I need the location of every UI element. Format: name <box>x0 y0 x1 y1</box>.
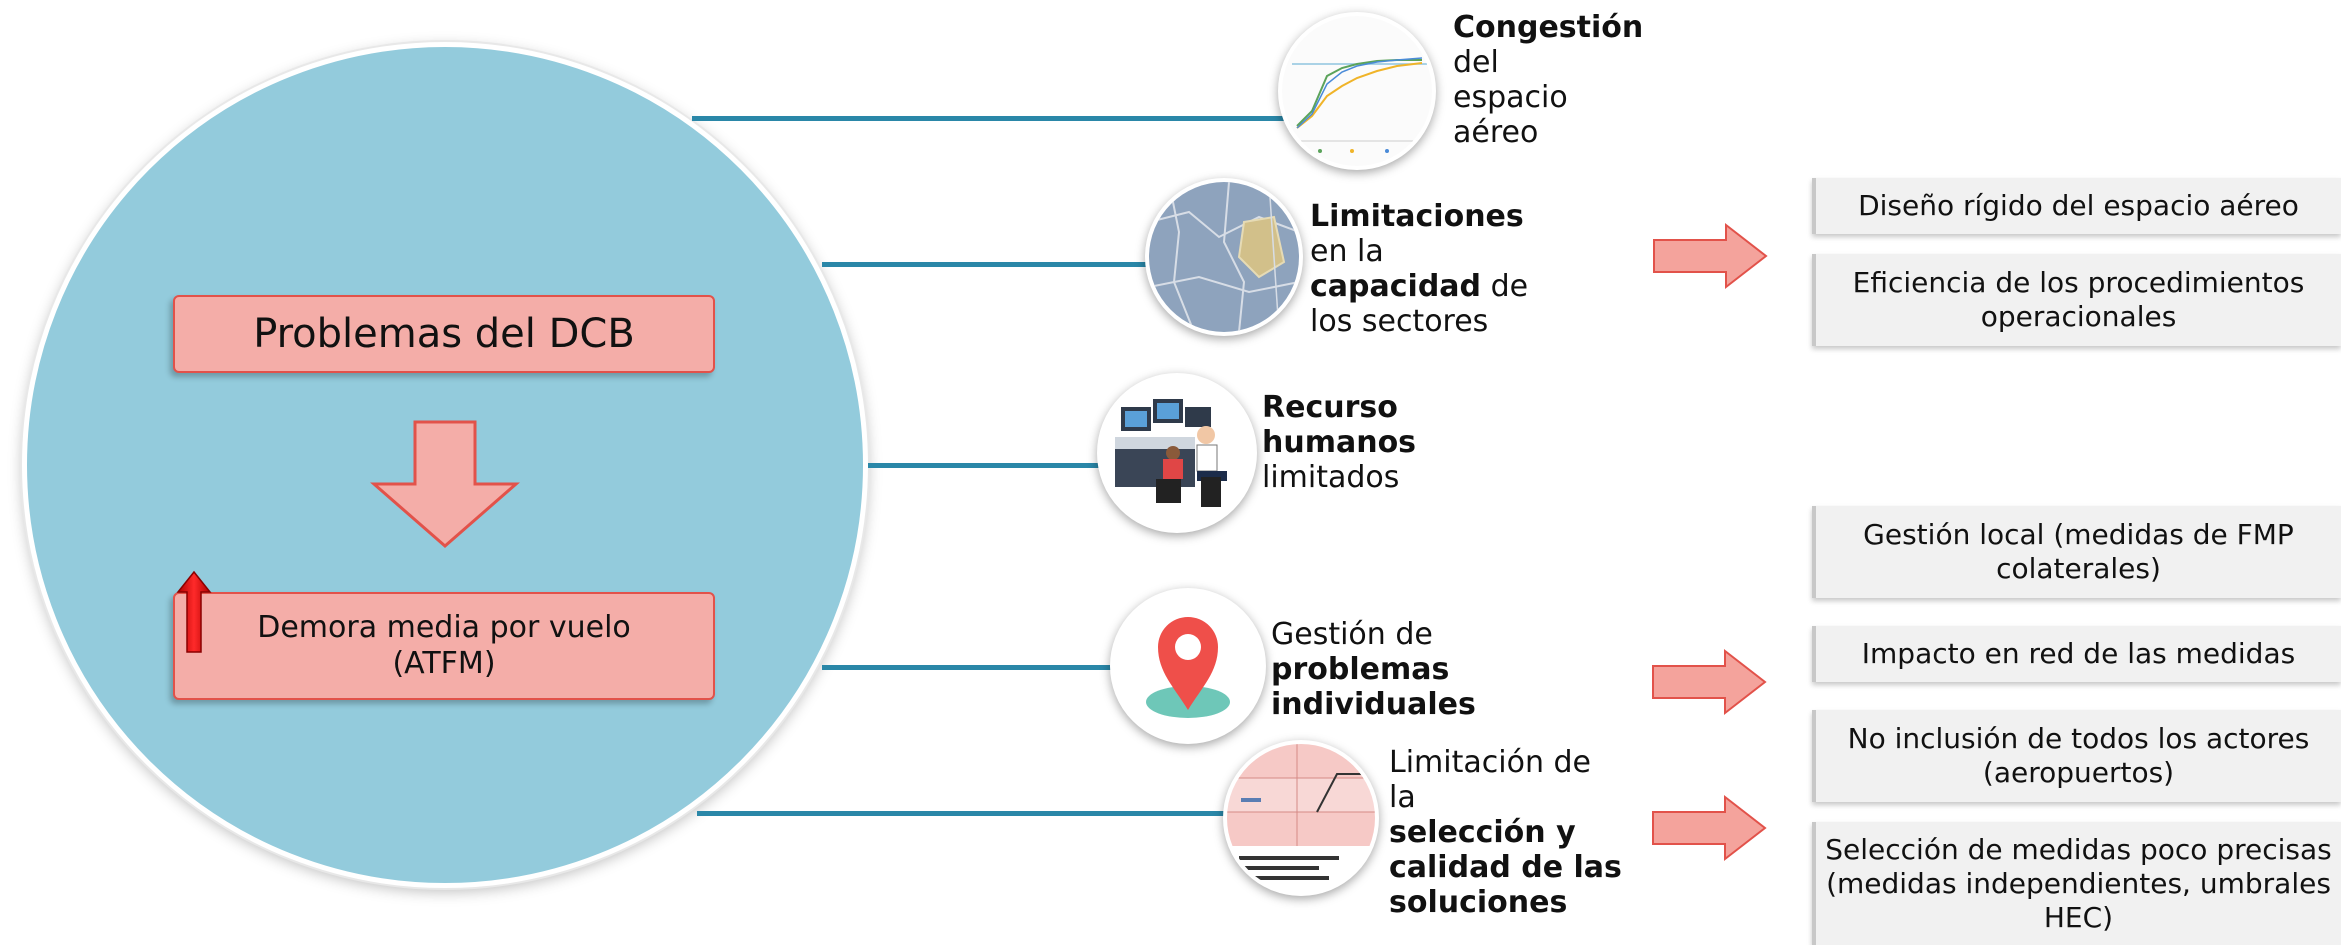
right-arrow-icon-1 <box>1653 222 1768 290</box>
capacity-text-2: de los sectores <box>1310 269 1529 339</box>
capacity-limits-text: Limitaciones en la capacidad de los sect… <box>1310 199 1570 339</box>
individual-problems-bold: problemas individuales <box>1271 652 1476 722</box>
solution-selection-text: Limitación de la selección y calidad de … <box>1389 745 1649 920</box>
map-pin-icon <box>1114 592 1262 740</box>
sector-table-circle <box>1223 740 1379 896</box>
issue-label: Eficiencia de los procedimientos operaci… <box>1852 266 2305 333</box>
map-pin-circle <box>1110 588 1266 744</box>
solution-selection-text-1: Limitación de la <box>1389 745 1591 815</box>
congestion-rest: del espacio aéreo <box>1453 45 1568 150</box>
issue-label: No inclusión de todos los actores (aerop… <box>1847 722 2310 789</box>
connector-line-3 <box>868 463 1108 468</box>
solution-selection-bold: selección y calidad de las soluciones <box>1389 815 1622 920</box>
connector-line-2 <box>822 262 1152 267</box>
issue-box-actors: No inclusión de todos los actores (aerop… <box>1812 710 2341 802</box>
right-arrow-icon-3 <box>1652 794 1767 862</box>
average-delay-box: Demora media por vuelo (ATFM) <box>173 592 715 700</box>
human-resources-bold: Recurso humanos <box>1262 390 1417 460</box>
dcb-problems-label: Problemas del DCB <box>253 311 635 357</box>
right-arrow-icon-2 <box>1652 648 1767 716</box>
issue-box-network-impact: Impacto en red de las medidas <box>1812 626 2341 682</box>
issue-box-measures-selection: Selección de medidas poco precisas (medi… <box>1812 822 2341 945</box>
controllers-icon <box>1101 377 1253 529</box>
human-resources-rest: limitados <box>1262 460 1400 495</box>
sector-map-circle <box>1145 178 1303 336</box>
congestion-bold: Congestión <box>1453 10 1644 45</box>
individual-problems-text: Gestión de problemas individuales <box>1271 617 1501 722</box>
dcb-problems-box: Problemas del DCB <box>173 295 715 373</box>
connector-line-4 <box>822 665 1118 670</box>
individual-problems-text-1: Gestión de <box>1271 617 1433 652</box>
issue-label: Gestión local (medidas de FMP colaterale… <box>1863 518 2294 585</box>
controllers-circle <box>1097 373 1257 533</box>
connector-line-1 <box>692 116 1284 121</box>
capacity-bold-1: Limitaciones <box>1310 199 1524 234</box>
issue-box-procedures: Eficiencia de los procedimientos operaci… <box>1812 254 2341 346</box>
issue-label: Selección de medidas poco precisas (medi… <box>1825 832 2332 934</box>
congestion-chart-circle <box>1278 12 1436 170</box>
sector-table-icon <box>1227 744 1375 892</box>
sector-map-icon <box>1149 182 1299 332</box>
connector-line-5 <box>697 811 1235 816</box>
issue-label: Diseño rígido del espacio aéreo <box>1858 189 2299 222</box>
average-delay-label: Demora media por vuelo (ATFM) <box>257 610 631 681</box>
capacity-bold-2: capacidad <box>1310 269 1482 304</box>
issue-box-rigid-design: Diseño rígido del espacio aéreo <box>1812 178 2341 234</box>
issue-label: Impacto en red de las medidas <box>1861 637 2296 670</box>
issue-box-local-management: Gestión local (medidas de FMP colaterale… <box>1812 506 2341 598</box>
human-resources-text: Recurso humanos limitados <box>1262 390 1462 495</box>
up-red-arrow-icon <box>176 570 212 653</box>
capacity-text-1: en la <box>1310 234 1384 269</box>
congestion-text: Congestión del espacio aéreo <box>1453 10 1683 150</box>
down-arrow-icon <box>370 420 520 548</box>
line-chart-icon <box>1282 16 1432 166</box>
